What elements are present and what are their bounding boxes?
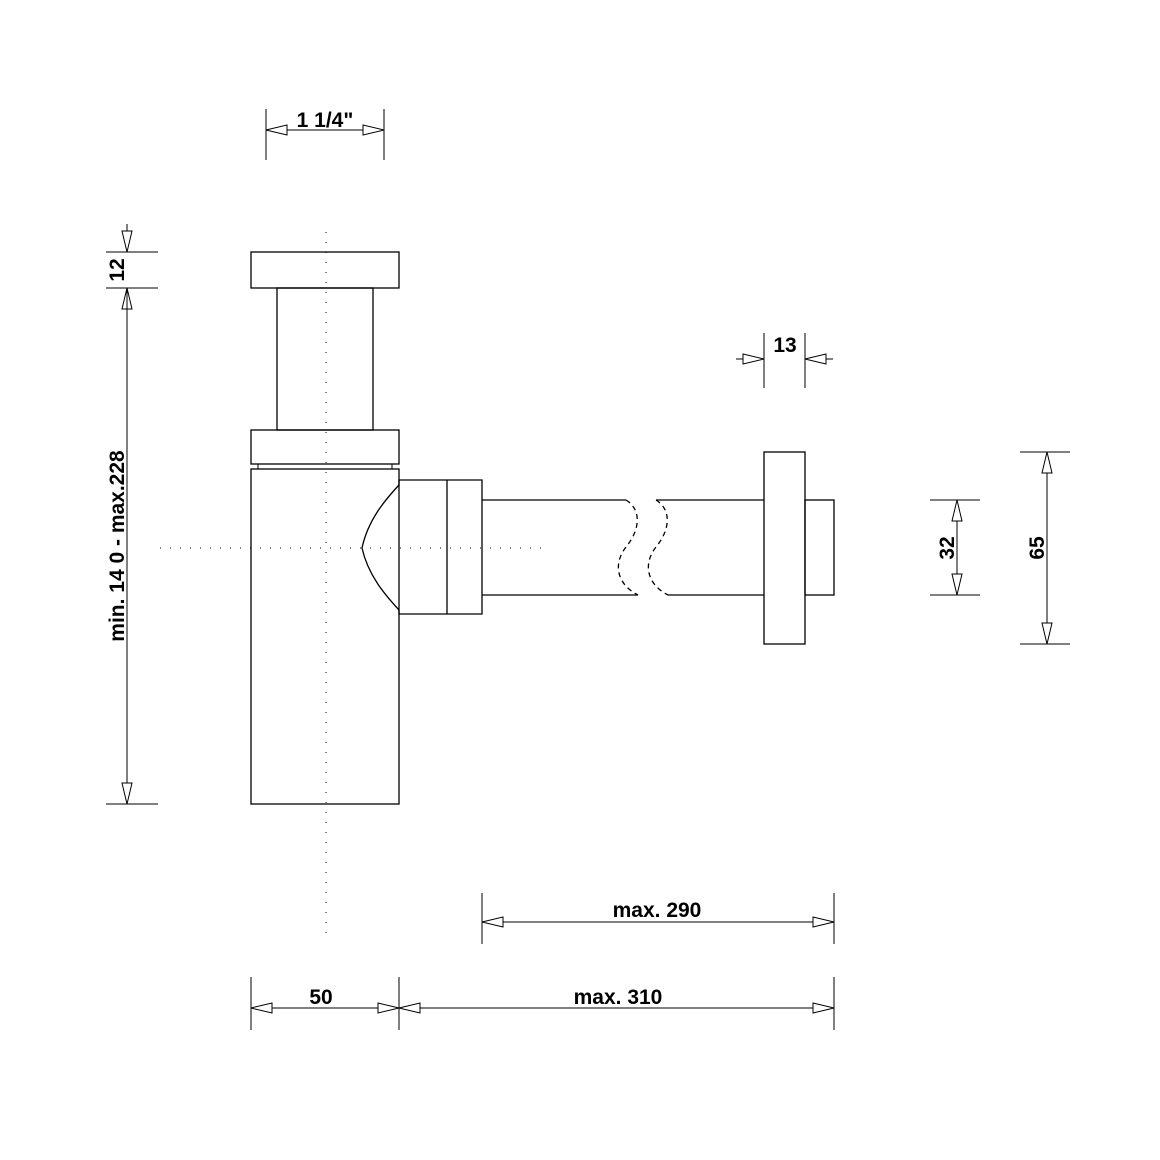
outlet-pipe (482, 499, 764, 596)
gasket (257, 463, 393, 470)
label-flange-thickness: 13 (773, 334, 796, 357)
label-cap-height: 12 (106, 258, 129, 281)
wall-flange (763, 451, 835, 645)
pipe-break-right (647, 499, 669, 596)
flange-plate (763, 451, 806, 645)
top-cap (250, 251, 400, 289)
siphon-body (250, 251, 483, 805)
inlet-tube (276, 287, 374, 431)
bottle-body (250, 468, 400, 805)
center-lines (160, 232, 548, 935)
label-total-length: max. 310 (574, 986, 663, 1009)
label-height-range: min. 14 0 - max.228 (106, 450, 129, 642)
dim-flange-diameter: 65 (1020, 451, 1070, 645)
label-inlet-size: 1 1/4" (297, 109, 354, 132)
label-pipe-length: max. 290 (613, 899, 702, 922)
dim-height-range: min. 14 0 - max.228 (106, 288, 158, 805)
label-flange-diameter: 65 (1026, 536, 1049, 560)
dim-flange-thickness: 13 (736, 333, 833, 388)
dim-pipe-diameter: 32 (930, 499, 980, 596)
lower-nut (250, 429, 400, 465)
dim-total-length: max. 310 (398, 977, 835, 1030)
dim-body-width: 50 (250, 977, 400, 1030)
pipe-break-left (617, 499, 639, 596)
label-pipe-diameter: 32 (936, 536, 959, 559)
flange-spigot (804, 499, 835, 596)
outlet-connector (361, 479, 483, 615)
dim-cap-height: 12 (106, 224, 158, 310)
label-body-width: 50 (309, 986, 332, 1009)
dim-inlet-size: 1 1/4" (265, 109, 385, 160)
dim-pipe-length: max. 290 (481, 893, 835, 944)
